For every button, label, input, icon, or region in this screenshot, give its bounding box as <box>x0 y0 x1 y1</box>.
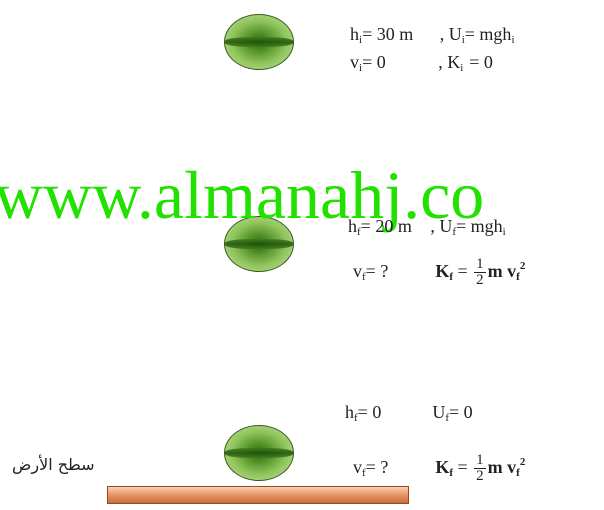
watermark-text: www.almanahj.co <box>0 157 485 233</box>
ball-band <box>225 37 293 47</box>
middle-line-1: hf= 20 m , Uf= mghi <box>348 216 506 238</box>
ball-middle <box>224 216 294 272</box>
bottom-line-1: hf= 0 Uf= 0 <box>345 402 473 424</box>
top-line-2: vi= 0 , Ki= 0 <box>350 52 493 74</box>
ground-surface <box>107 486 409 504</box>
ground-label: سطح الأرض <box>12 455 95 474</box>
ball-top <box>224 14 294 70</box>
ball-bottom <box>224 425 294 481</box>
ball-band <box>225 239 293 249</box>
ball-band <box>225 448 293 458</box>
top-line-1: hi= 30 m , Ui= mghi <box>350 24 515 46</box>
